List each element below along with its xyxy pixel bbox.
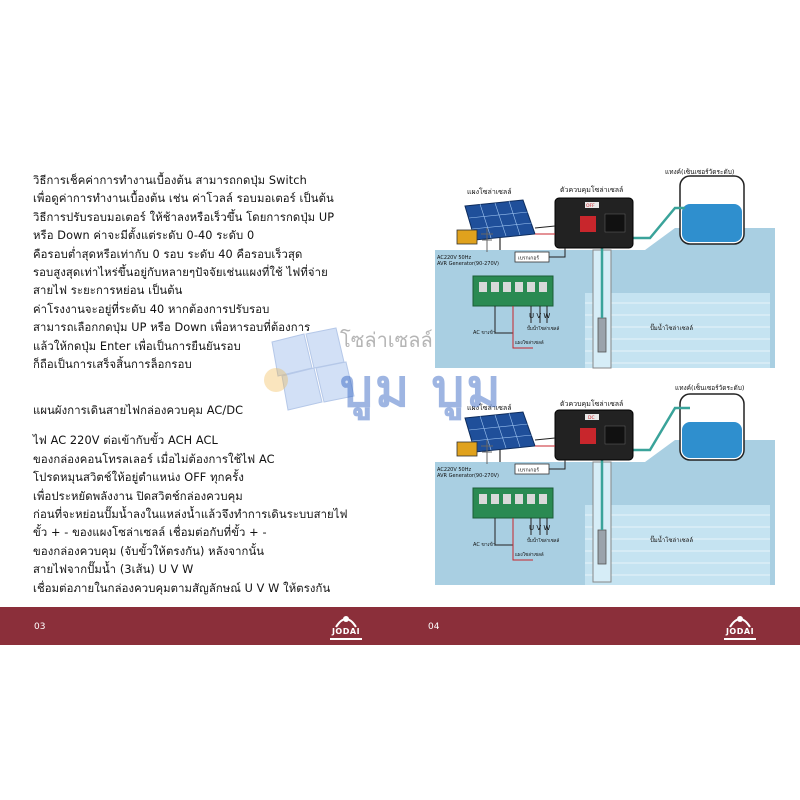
text-line: ก็ถือเป็นการเสร็จสิ้นการล็อกรอบ (33, 358, 192, 372)
water-source (585, 293, 770, 368)
switch-label: OFF (586, 203, 595, 209)
jodai-logo-left: JODAI (326, 611, 366, 641)
text-line: ขั้ว + - ของแผงโซล่าเซลล์ เชื่อมต่อกับที… (33, 526, 267, 540)
text-line: เพื่อประหยัดพลังงาน ปิดสวิตช์กล่องควบคุม (33, 489, 243, 503)
instructions-speed-adjust: วิธีการเช็คค่าการทำงานเบื้องต้น สามารถกด… (33, 172, 334, 374)
text-line: โปรดหมุนสวิตช์ให้อยู่ตำแหน่ง OFF ทุกครั้… (33, 471, 245, 485)
text-line: ก่อนที่จะหย่อนปั๊มน้ำลงในแหล่งน้ำแล้วจึง… (33, 508, 348, 522)
text-line: เชื่อมต่อภายในกล่องควบคุมตามสัญลักษณ์ U … (33, 581, 331, 595)
logo-text: JODAI (725, 627, 755, 636)
watermark-shop-text: โซล่าเซลล์ (340, 328, 433, 352)
uvw-label: U V W (529, 312, 550, 320)
generator-label-1: AC220V 50Hz (437, 467, 471, 473)
pump-wire-label: ปั๊มน้ำโซล่าเซลล์ (527, 537, 560, 544)
watermark-brand-text: บูม บูม (340, 359, 503, 419)
breaker-label: เบรกเกอร์ (518, 467, 539, 474)
controller-box (554, 197, 634, 249)
tank-label: แทงค์(เซ็นเซอร์วัดระดับ) (665, 168, 734, 176)
text-line: สายไฟจากปั๊มน้ำ (3เส้น) U V W (33, 563, 194, 577)
instructions-wiring: แผนผังการเดินสายไฟกล่องควบคุม AC/DC ไฟ A… (33, 402, 348, 598)
power-pole (481, 440, 493, 464)
jodai-logo-right: JODAI (720, 611, 760, 641)
text-line: เพื่อดูค่าการทำงานเบื้องต้น เช่น ค่าโวลล… (33, 192, 334, 206)
tank-water (682, 422, 742, 458)
breaker-label: เบรกเกอร์ (518, 255, 539, 262)
switch-label: DC (588, 415, 595, 421)
ac-input-label: AC ขาเข้า (473, 329, 496, 336)
text-line: ของกล่องคอนโทรลเลอร์ เมื่อไม่ต้องการใช้ไ… (33, 452, 275, 466)
wiring-diagram-dc: แผงโซล่าเซลล์ ตัวควบคุมโซล่าเซลล์ DC แทง… (435, 383, 775, 585)
section-heading: แผนผังการเดินสายไฟกล่องควบคุม AC/DC (33, 404, 244, 417)
generator-label-2: AVR Generator(90-270V) (437, 473, 499, 479)
text-line: คือรอบต่ำสุดหรือเท่ากับ 0 รอบ ระดับ 40 ค… (33, 247, 303, 261)
text-line: ของกล่องควบคุม (จับขั้วให้ตรงกัน) หลังจา… (33, 544, 265, 558)
solar-panel-label: แผงโซล่าเซลล์ (467, 187, 512, 196)
panel-wire-label: แผงโซล่าเซลล์ (515, 339, 544, 346)
panel-wire-label: แผงโซล่าเซลล์ (515, 551, 544, 558)
water-pipe (600, 406, 690, 530)
text-line: สามารถเลือกกดปุ่ม UP หรือ Down เพื่อหารอ… (33, 321, 311, 335)
text-line: วิธีการปรับรอบมอเตอร์ ให้ช้าลงหรือเร็วขึ… (33, 210, 335, 224)
text-line: รอบสูงสุดเท่าไหร่ขึ้นอยู่กับหลายๆปัจจัยเ… (33, 266, 328, 280)
generator (456, 229, 478, 245)
footer-bar (0, 607, 800, 645)
water-source (585, 505, 770, 585)
text-line: สายไฟ ระยะการหย่อน เป็นต้น (33, 284, 183, 298)
page-number-left: 03 (34, 622, 46, 632)
solar-panel-label: แผงโซล่าเซลล์ (467, 403, 512, 412)
page-number-right: 04 (428, 622, 440, 632)
tank-label: แทงค์(เซ็นเซอร์วัดระดับ) (675, 383, 744, 392)
text-line: หรือ Down ค่าจะมีตั้งแต่ระดับ 0-40 ระดับ… (33, 229, 255, 243)
text-line: วิธีการเช็คค่าการทำงานเบื้องต้น สามารถกด… (33, 174, 307, 187)
text-line: ค่าโรงงานจะอยู่ที่ระดับ 40 หากต้องการปรั… (33, 302, 270, 316)
text-line: ไฟ AC 220V ต่อเข้ากับขั้ว ACH ACL (33, 434, 218, 448)
ac-input-label: AC ขาเข้า (473, 541, 496, 548)
controller-label: ตัวควบคุมโซล่าเซลล์ (560, 185, 623, 194)
text-line: แล้วให้กดปุ่ม Enter เพื่อเป็นการยืนยันรอ… (33, 339, 241, 353)
generator-label-2: AVR Generator(90-270V) (437, 261, 499, 267)
controller-box (554, 409, 634, 461)
generator (456, 441, 478, 457)
pump-body (597, 529, 607, 565)
logo-text: JODAI (331, 627, 361, 636)
uvw-label: U V W (529, 524, 550, 532)
wiring-diagram-ac: แผงโซล่าเซลล์ ตัวควบคุมโซล่าเซลล์ OFF แท… (435, 168, 775, 369)
tank-water (682, 204, 742, 242)
pump-wire-label: ปั๊มน้ำโซล่าเซลล์ (527, 325, 560, 332)
water-pipe (600, 206, 685, 318)
generator-label-1: AC220V 50Hz (437, 255, 471, 261)
controller-label: ตัวควบคุมโซล่าเซลล์ (560, 399, 623, 408)
pump-body (597, 317, 607, 353)
power-pole (481, 228, 493, 252)
pump-label: ปั๊มน้ำโซล่าเซลล์ (650, 322, 693, 332)
pump-label: ปั๊มน้ำโซล่าเซลล์ (650, 534, 693, 544)
